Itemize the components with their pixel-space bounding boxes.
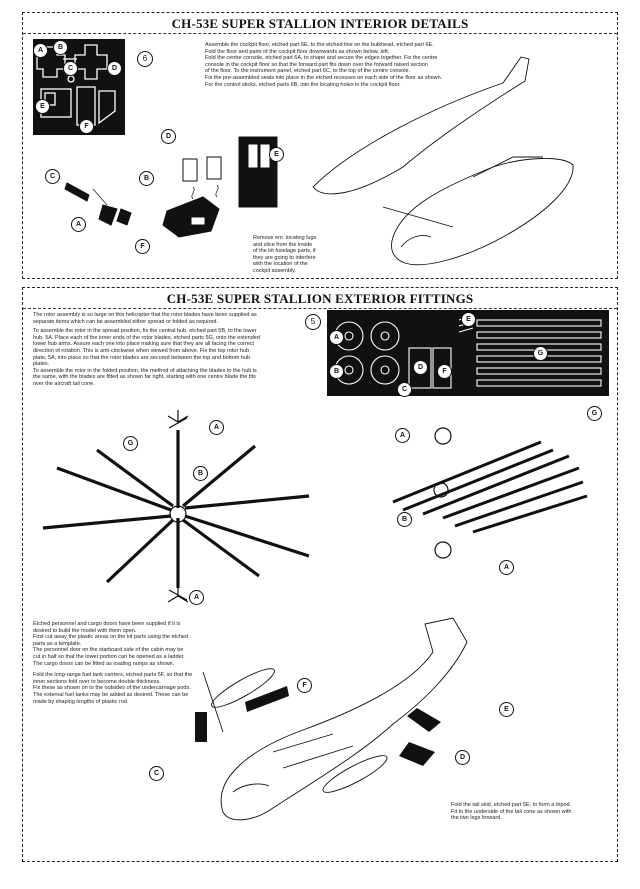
door-line: Etched personnel and cargo doors have be… — [33, 621, 181, 627]
fret-label-c: C — [63, 61, 78, 76]
interior-etched-fret: A B C D E F — [33, 39, 125, 135]
skid-line: Fit to the underside of the tail cone as… — [451, 808, 572, 815]
skid-line: the two legs forward. — [451, 815, 502, 822]
interior-title: CH-53E SUPER STALLION INTERIOR DETAILS — [171, 16, 469, 31]
instruction-line: Fold the floor and parts of the cockpit … — [205, 48, 390, 55]
exterior-step-number: 5 — [305, 314, 321, 330]
door-line: desired to build the model with them ope… — [33, 627, 137, 634]
door-line: cut in half so that the lower portion ca… — [33, 653, 185, 660]
note-line: they are going to interfere — [253, 254, 316, 261]
folded-callout-b: B — [397, 512, 412, 527]
note-line: of the kit fuselage parts, if — [253, 248, 316, 255]
door-line: made by shaping lengths of plastic rod. — [33, 698, 129, 705]
door-line: Fix these as shown on to the outsides of… — [33, 685, 191, 692]
spread-callout-a-bottom: A — [189, 590, 204, 605]
instruction-line: console in the cockpit floor so that the… — [205, 61, 428, 68]
folded-callout-a-top: A — [395, 428, 410, 443]
instruction-line: Assemble the cockpit floor, etched part … — [205, 42, 434, 48]
intro-line: To assemble the rotor in the folded posi… — [33, 367, 257, 374]
intro-line: over the aircraft tail cone. — [33, 380, 95, 387]
callout-e: E — [269, 147, 284, 162]
exterior-etched-fret: A B C D E F G — [327, 310, 609, 397]
callout-f: F — [135, 239, 150, 254]
fret-label-b: B — [329, 364, 344, 379]
body-callout-c: C — [149, 766, 164, 781]
body-callout-e: E — [499, 702, 514, 717]
tail-skid-instructions: Fold the tail skid, etched part 5E, to f… — [451, 802, 601, 822]
instruction-line: Fold the centre console, etched part 6A,… — [205, 55, 438, 62]
interior-instructions: Assemble the cockpit floor, etched part … — [205, 42, 595, 88]
cockpit-assembly-drawing — [64, 136, 278, 238]
callout-b: B — [139, 171, 154, 186]
intro-line: direction of rotation. This is anti-cloc… — [33, 347, 250, 354]
callout-d: D — [161, 129, 176, 144]
intro-line: lower hub arms. Assure each one into pla… — [33, 341, 255, 348]
spread-callout-a-top: A — [209, 420, 224, 435]
folded-callout-a-bottom: A — [499, 560, 514, 575]
helicopter-exterior-drawing — [195, 617, 468, 821]
door-line: Fold the long-range fuel tank carriers, … — [33, 672, 193, 679]
fret-label-f: F — [437, 364, 452, 379]
door-line: The cargo doors can be fitted as loading… — [33, 660, 175, 667]
skid-line: Fold the tail skid, etched part 5E, to f… — [451, 802, 572, 808]
spread-callout-b: B — [193, 466, 208, 481]
note-line: Remove em. locating lugs — [253, 235, 317, 241]
fret-label-d: D — [413, 360, 428, 375]
interior-step-number: 6 — [137, 51, 153, 67]
fret-label-d: D — [107, 61, 122, 76]
instruction-line: For the control sticks, etched parts 6B,… — [205, 81, 401, 88]
door-line: The external fuel tanks may be added as … — [33, 691, 189, 698]
intro-line: the same, with the blades are fitted as … — [33, 374, 256, 381]
interior-details-panel: CH-53E SUPER STALLION INTERIOR DETAILS A… — [22, 12, 618, 279]
title-divider — [23, 308, 617, 309]
title-divider — [23, 33, 617, 34]
spread-callout-g: G — [123, 436, 138, 451]
intro-line: separate items which can be assembled ei… — [33, 318, 218, 325]
door-line: parts as a template. — [33, 640, 82, 647]
exterior-fittings-panel: CH-53E SUPER STALLION EXTERIOR FITTINGS … — [22, 287, 618, 862]
instruction-line: Fix the pre-assembled seats into place i… — [205, 74, 443, 81]
fret-label-e: E — [35, 99, 50, 114]
note-line: cockpit assembly. — [253, 267, 296, 274]
intro-line: To assemble the rotor in the spread posi… — [33, 328, 257, 335]
instruction-line: of the floor. To the instrument panel, e… — [205, 68, 411, 75]
door-line: The personnel door on the starboard side… — [33, 647, 184, 654]
fret-label-a: A — [329, 330, 344, 345]
body-callout-d: D — [455, 750, 470, 765]
note-line: and slice from the inside — [253, 241, 313, 248]
intro-line: hub, 5A. Place each of the inner ends of… — [33, 334, 260, 341]
body-callout-f: F — [297, 678, 312, 693]
fret-label-b: B — [53, 40, 68, 55]
rotor-instructions: The rotor assembly is so large on this h… — [33, 312, 295, 388]
fuselage-interior-drawing — [312, 56, 574, 266]
fret-label-a: A — [33, 43, 48, 58]
intro-line: The rotor assembly is so large on this h… — [33, 312, 257, 318]
fret-label-f: F — [79, 119, 94, 134]
fret-label-g: G — [533, 346, 548, 361]
exterior-title: CH-53E SUPER STALLION EXTERIOR FITTINGS — [166, 291, 474, 306]
fuselage-note: Remove em. locating lugs and slice from … — [253, 235, 343, 275]
door-line: First cut away the plastic areas on the … — [33, 634, 188, 641]
folded-rotor-drawing — [392, 427, 588, 559]
note-line: with the location of the — [253, 261, 308, 268]
callout-c: C — [45, 169, 60, 184]
fret-label-e: E — [461, 312, 476, 327]
folded-callout-g: G — [587, 406, 602, 421]
fret-label-c: C — [397, 382, 412, 397]
spread-rotor-drawing — [42, 410, 310, 603]
intro-line: plate, 5A, into place so that the rotor … — [33, 354, 251, 361]
callout-a: A — [71, 217, 86, 232]
door-line: inner sections fold over to become doubl… — [33, 678, 161, 685]
intro-line: plates. — [33, 361, 50, 368]
doors-and-tanks-instructions: Etched personnel and cargo doors have be… — [33, 621, 265, 705]
